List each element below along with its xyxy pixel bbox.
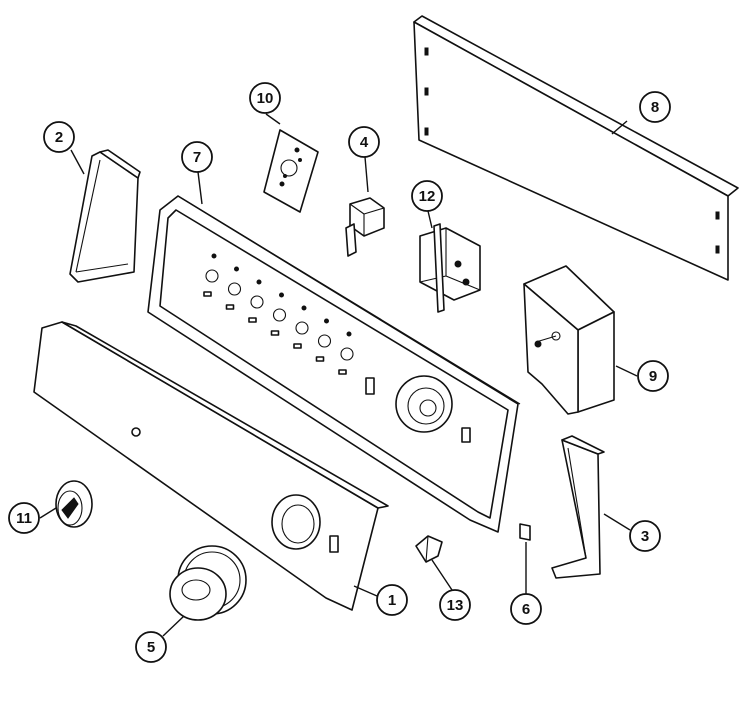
svg-text:11: 11	[16, 510, 32, 527]
console-knob	[250, 295, 264, 309]
part-1-front-fascia	[33, 321, 389, 611]
part-2-left-end-cap	[69, 149, 141, 283]
console-key	[338, 369, 347, 375]
console-key	[270, 330, 280, 336]
callout-5: 5	[135, 631, 167, 663]
callout-9: 9	[637, 360, 669, 392]
console-knob	[272, 308, 287, 322]
svg-text:6: 6	[522, 601, 530, 618]
svg-text:13: 13	[447, 597, 464, 614]
callout-1: 1	[376, 584, 408, 616]
console-indicator-dot	[346, 331, 352, 337]
console-knob	[340, 347, 354, 361]
console-indicator-dot	[256, 279, 262, 285]
part-7-console	[147, 195, 521, 533]
svg-text:9: 9	[649, 368, 657, 385]
console-knob	[227, 282, 242, 296]
part-10-bracket	[263, 129, 319, 213]
part-9-control-box	[523, 265, 615, 415]
callout-4: 4	[348, 126, 380, 158]
part-11-knob	[55, 480, 93, 528]
part-6-clip	[519, 523, 531, 541]
callout-6: 6	[510, 593, 542, 625]
console-knob	[317, 334, 332, 348]
callout-8: 8	[639, 91, 671, 123]
svg-text:3: 3	[641, 528, 649, 545]
callout-11: 11	[8, 502, 40, 534]
part-8-rear-panel	[413, 15, 739, 281]
svg-text:1: 1	[388, 592, 396, 609]
console-indicator-dot	[301, 305, 307, 311]
part-3-right-end-cap	[551, 435, 605, 579]
part-13-switch	[415, 535, 443, 563]
part-5-knob	[169, 545, 247, 621]
svg-text:12: 12	[419, 188, 436, 205]
svg-text:10: 10	[257, 90, 274, 107]
console-key	[225, 304, 235, 310]
callout-12: 12	[411, 180, 443, 212]
leader-lines	[39, 113, 638, 637]
callout-10: 10	[249, 82, 281, 114]
console-indicator-dot	[324, 318, 329, 324]
callout-3: 3	[629, 520, 661, 552]
console-knob	[205, 269, 219, 283]
svg-text:8: 8	[651, 99, 659, 116]
callout-2: 2	[43, 121, 75, 153]
console-controls	[203, 253, 354, 375]
callout-7: 7	[181, 141, 213, 173]
callout-13: 13	[439, 589, 471, 621]
console-indicator-dot	[234, 266, 239, 272]
svg-text:5: 5	[147, 639, 155, 656]
console-indicator-dot	[211, 253, 217, 259]
console-key	[203, 291, 212, 297]
console-selector-dial	[365, 375, 471, 443]
svg-text:4: 4	[360, 134, 369, 151]
console-key	[293, 343, 302, 349]
console-key	[315, 356, 325, 362]
svg-text:7: 7	[193, 149, 201, 166]
console-indicator-dot	[279, 292, 284, 298]
svg-text:2: 2	[55, 129, 63, 146]
part-4-switch	[345, 197, 385, 257]
part-12-bracket	[419, 223, 481, 313]
console-knob	[295, 321, 309, 335]
console-key	[248, 317, 257, 323]
